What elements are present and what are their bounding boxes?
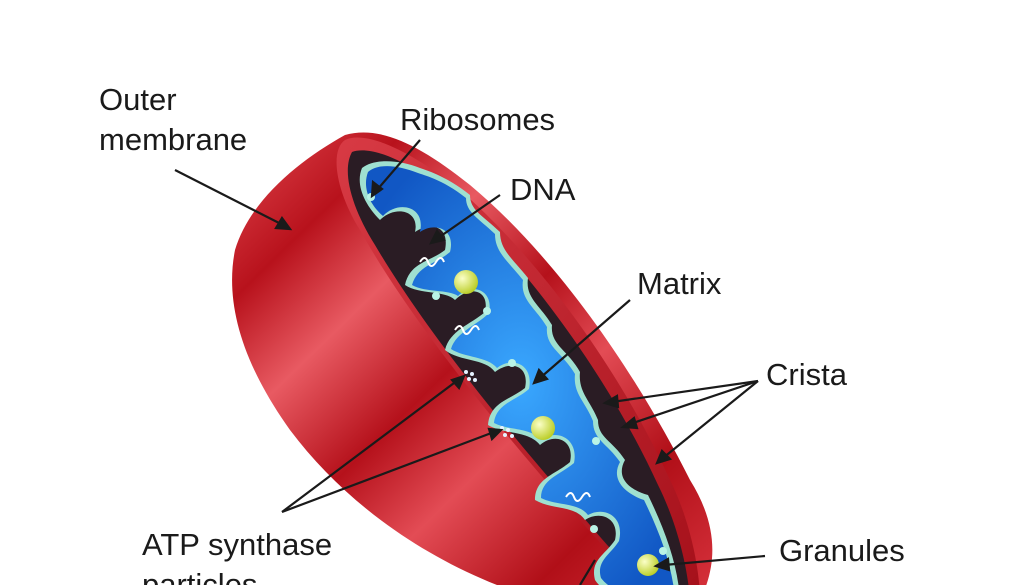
ribosomes-pointer: [376, 139, 421, 191]
ribosome: [590, 525, 598, 533]
crista-pointer-2: [629, 379, 759, 426]
pointer-arrows: [174, 139, 766, 585]
dna-label: DNA: [510, 172, 576, 207]
atp-synthase-label: ATP synthase particles: [142, 527, 333, 585]
granule: [637, 554, 659, 576]
dna-strand: [565, 492, 591, 502]
atp-synthase-particles: [464, 370, 514, 438]
dna-pointer: [437, 194, 501, 239]
crista-pointer-3: [662, 380, 759, 459]
atp-pointer-2: [281, 430, 495, 514]
outer-membrane-pointer: [174, 169, 284, 226]
granule: [454, 270, 478, 294]
crista-pointer-1: [611, 379, 759, 404]
ribosome: [659, 547, 667, 555]
crista-label: Crista: [766, 357, 847, 392]
outer-membrane-label: Outer membrane: [99, 82, 248, 158]
atp-pointer-1: [281, 379, 459, 513]
dna-strand: [419, 257, 445, 267]
matrix: [365, 166, 674, 585]
matrix-pointer: [539, 299, 631, 379]
ribosome: [592, 437, 600, 445]
granules-label: Granules: [779, 533, 905, 568]
matrix-label: Matrix: [637, 266, 722, 301]
dna-strand: [454, 325, 480, 335]
extra-pointer: [579, 559, 596, 585]
ribosome: [508, 359, 516, 367]
granule: [531, 416, 555, 440]
ribosome: [432, 292, 440, 300]
granules-pointer: [663, 554, 766, 567]
ribosomes-label: Ribosomes: [400, 102, 556, 137]
ribosome: [483, 307, 491, 315]
